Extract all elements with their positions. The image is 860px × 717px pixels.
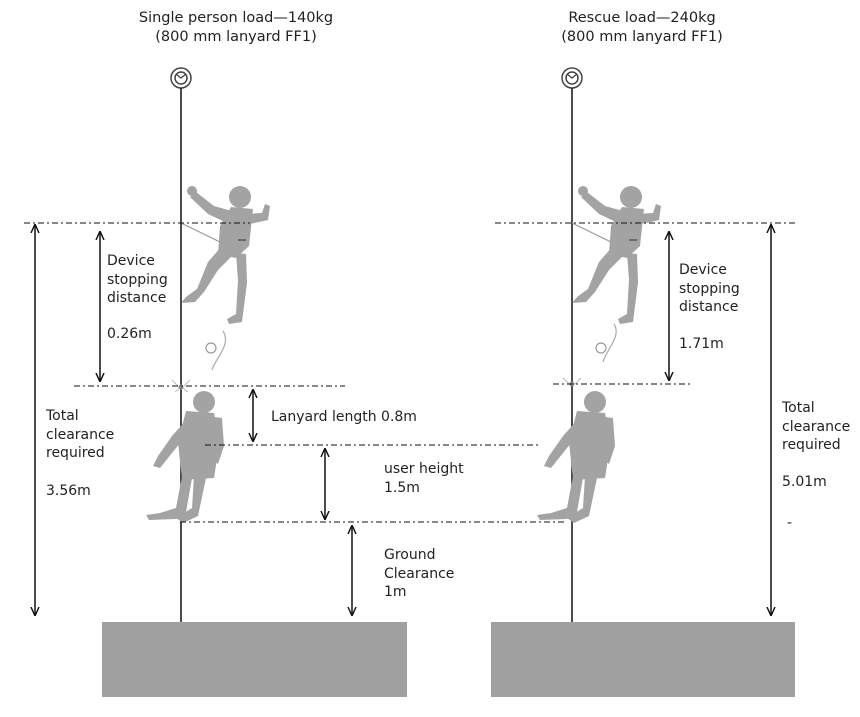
right-panel (491, 67, 795, 697)
right-total-clearance-label: Total clearance required (782, 400, 851, 453)
user-height-label: user height 1.5m (384, 461, 464, 496)
left-title-line1: Single person load—140kg (138, 10, 334, 26)
left-panel (24, 67, 565, 697)
lanyard-length-label: Lanyard length 0.8m (271, 409, 417, 425)
right-device-stopping-value: 1.71m (679, 336, 724, 352)
right-dash-mark: - (787, 515, 793, 531)
left-device-stopping-value: 0.26m (107, 326, 152, 342)
right-device-stopping-label: Device stopping distance (679, 262, 740, 315)
ground-block-right (491, 622, 795, 697)
ground-block-left (102, 622, 407, 697)
right-panel-title: Rescue load—240kg (800 mm lanyard FF1) (537, 9, 747, 47)
right-title-line1: Rescue load—240kg (568, 10, 716, 26)
left-panel-title: Single person load—140kg (800 mm lanyard… (131, 9, 341, 47)
left-total-clearance-label: Total clearance required (46, 408, 115, 461)
left-total-clearance-value: 3.56m (46, 483, 91, 499)
ground-clearance-label: Ground Clearance 1m (384, 547, 455, 600)
left-title-line2: (800 mm lanyard FF1) (155, 29, 317, 45)
right-total-clearance-value: 5.01m (782, 474, 827, 490)
right-title-line2: (800 mm lanyard FF1) (561, 29, 723, 45)
left-device-stopping-label: Device stopping distance (107, 253, 168, 306)
